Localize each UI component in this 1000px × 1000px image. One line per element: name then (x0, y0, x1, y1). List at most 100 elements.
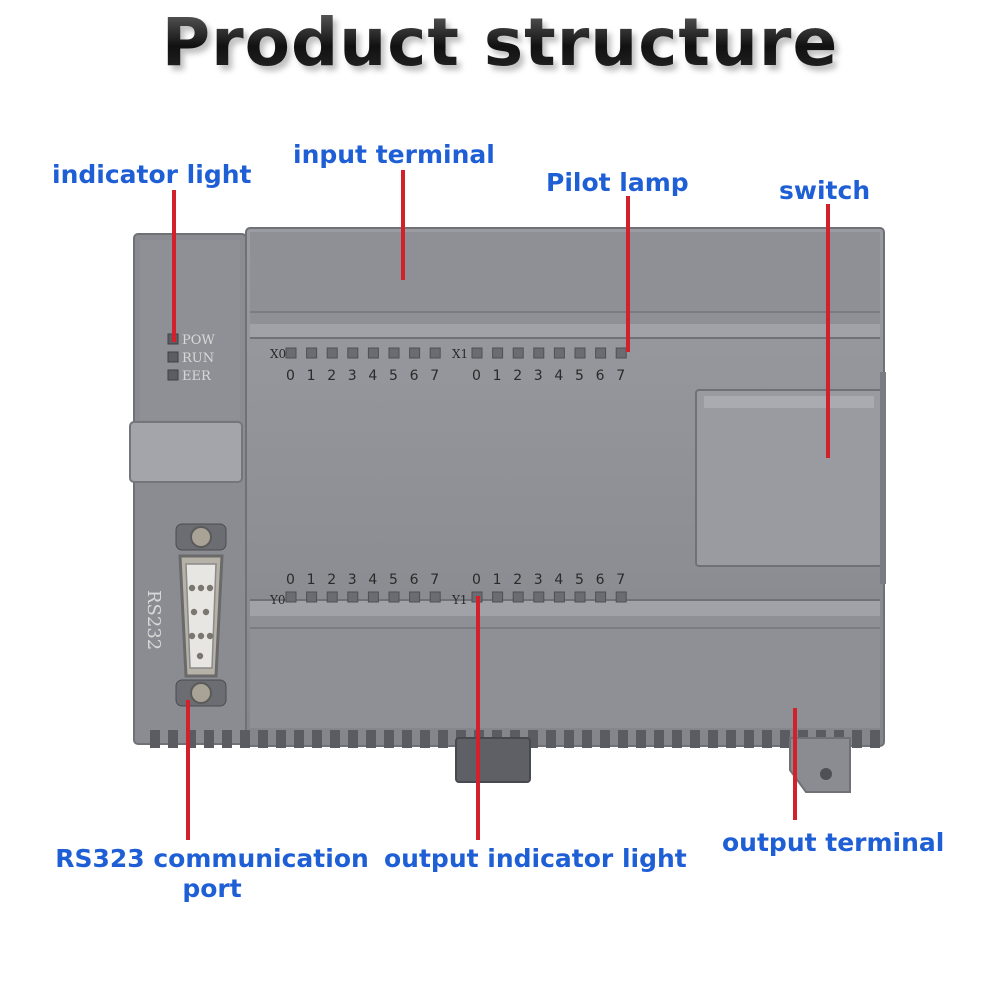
output-channel-digit: 7 (430, 572, 439, 588)
output-channel-digit: 1 (493, 572, 502, 588)
vent-slot (780, 730, 790, 748)
leader-output-indicator (476, 596, 480, 840)
output-group-label: Y0 (269, 593, 286, 607)
input-channel-digit: 2 (513, 368, 522, 384)
input-channel-digit: 3 (348, 368, 357, 384)
port-pin (202, 608, 210, 616)
port-pin (188, 584, 196, 592)
output-channel-digit: 5 (575, 572, 584, 588)
vent-slot (654, 730, 664, 748)
output-channel-digit: 2 (513, 572, 522, 588)
vent-slot (600, 730, 610, 748)
callout-rs-port-line1: RS323 communication (55, 844, 369, 873)
output-led (429, 591, 441, 603)
vent-slot (366, 730, 376, 748)
rs232-port-label: RS232 (143, 590, 164, 650)
status-led-label: POW (182, 333, 215, 348)
port-pin (197, 632, 205, 640)
output-terminal-cover (250, 616, 880, 728)
left-module-top (140, 240, 240, 420)
output-led (615, 591, 627, 603)
input-channel-digit: 2 (327, 368, 336, 384)
vent-slot (546, 730, 556, 748)
output-channel-digit: 3 (348, 572, 357, 588)
vent-slot (762, 730, 772, 748)
vent-slot (618, 730, 628, 748)
leader-output-terminal (793, 708, 797, 820)
input-led (409, 347, 421, 359)
input-channel-digit: 5 (389, 368, 398, 384)
output-led (595, 591, 607, 603)
vent-slot (636, 730, 646, 748)
input-channel-digit: 3 (534, 368, 543, 384)
output-channel-digit: 0 (472, 572, 481, 588)
din-rail-clip (455, 737, 531, 783)
input-channel-digit: 0 (286, 368, 295, 384)
vent-slot (276, 730, 286, 748)
vent-slot (258, 730, 268, 748)
callout-output-indicator: output indicator light (384, 844, 687, 873)
port-pin (196, 652, 204, 660)
input-led (574, 347, 586, 359)
callout-switch: switch (779, 176, 871, 205)
input-led (615, 347, 627, 359)
input-led (595, 347, 607, 359)
vent-slot (438, 730, 448, 748)
vent-slot (564, 730, 574, 748)
vent-slot (222, 730, 232, 748)
output-led (409, 591, 421, 603)
vent-slot (420, 730, 430, 748)
output-channel-digit: 0 (286, 572, 295, 588)
rs232-port (175, 523, 227, 707)
input-led (367, 347, 379, 359)
vent-slot (204, 730, 214, 748)
input-channel-digit: 7 (616, 368, 625, 384)
leader-pilot-lamp (626, 196, 630, 352)
port-pin (206, 632, 214, 640)
vent-slot (582, 730, 592, 748)
callout-input-terminal: input terminal (293, 140, 495, 169)
input-led (512, 347, 524, 359)
output-led (285, 591, 297, 603)
vent-slot (240, 730, 250, 748)
output-led (367, 591, 379, 603)
output-channel-digit: 6 (410, 572, 419, 588)
input-channel-digit: 4 (368, 368, 377, 384)
vent-slot (312, 730, 322, 748)
output-led (533, 591, 545, 603)
output-led (388, 591, 400, 603)
vent-slot (168, 730, 178, 748)
output-led (574, 591, 586, 603)
output-led (306, 591, 318, 603)
input-terminal-cover (250, 232, 880, 336)
input-group-label: X0 (270, 347, 286, 361)
port-pin (197, 584, 205, 592)
left-latch (129, 421, 243, 483)
port-pin (206, 584, 214, 592)
vent-slot (744, 730, 754, 748)
switch-door (695, 389, 883, 567)
vent-slot (672, 730, 682, 748)
leader-rs-port (186, 700, 190, 840)
status-led-eer (167, 369, 179, 381)
vent-slot (384, 730, 394, 748)
output-led (553, 591, 565, 603)
leader-indicator-light (172, 190, 176, 342)
port-pin (188, 632, 196, 640)
input-led (553, 347, 565, 359)
vent-slot (726, 730, 736, 748)
vent-slot (870, 730, 880, 748)
vent-slot (852, 730, 862, 748)
input-channel-digit: 5 (575, 368, 584, 384)
input-led (326, 347, 338, 359)
input-channel-digit: 0 (472, 368, 481, 384)
output-led (326, 591, 338, 603)
port-pin (190, 608, 198, 616)
status-led-run (167, 351, 179, 363)
input-led (306, 347, 318, 359)
input-led (471, 347, 483, 359)
input-channel-digit: 4 (554, 368, 563, 384)
input-channel-digit: 1 (307, 368, 316, 384)
mounting-tab (789, 737, 851, 793)
